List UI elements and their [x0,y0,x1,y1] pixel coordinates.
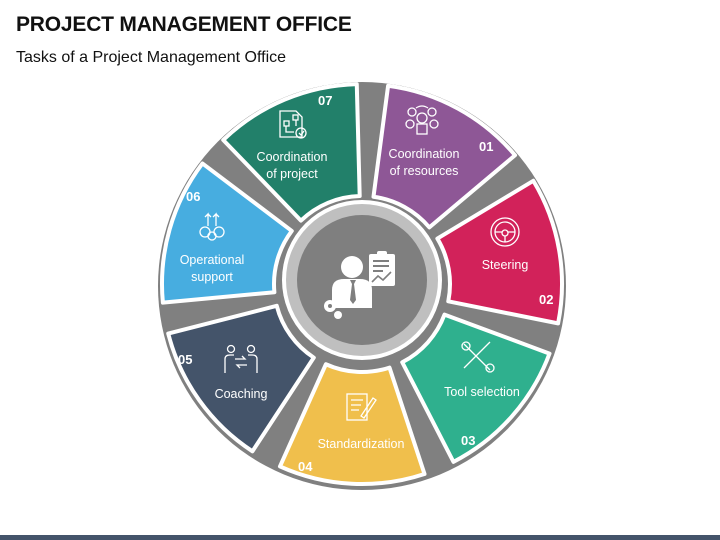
segment-label: Steering [482,258,529,272]
segment-04 [277,362,427,486]
segment-06 [160,161,294,305]
segment-05 [166,303,316,454]
page-title: PROJECT MANAGEMENT OFFICE [16,13,352,36]
coaching-people-icon [224,344,258,373]
segment-label-line2: of resources [390,164,459,178]
segment-02 [435,178,564,326]
resources-network-icon [405,105,439,135]
segment-label-line2: of project [266,167,318,181]
segment-label-line2: support [191,270,233,284]
segment-label: Coordination [257,150,328,164]
segment-01 [371,83,518,230]
segment-03 [400,312,552,464]
segment-label: Coordination [389,147,460,161]
segment-number: 05 [178,352,192,367]
segment-number: 03 [461,433,475,448]
segment-07 [221,82,362,223]
segment-number: 04 [298,459,313,474]
project-document-icon [279,110,307,139]
footer-bar [0,535,720,540]
wrench-screwdriver-icon [461,341,495,373]
document-pen-icon [346,393,377,421]
segment-label: Operational [180,253,245,267]
segment-number: 07 [318,93,332,108]
segment-label: Coaching [215,387,268,401]
segment-number: 06 [186,189,200,204]
manager-with-report-icon [324,251,395,319]
segment-label: Tool selection [444,385,520,399]
segment-number: 02 [539,292,553,307]
segment-label: Standardization [318,437,405,451]
segment-number: 01 [479,139,493,154]
steering-wheel-icon [490,217,520,247]
gears-arrows-icon [199,212,225,241]
page-subtitle: Tasks of a Project Management Office [16,49,287,66]
